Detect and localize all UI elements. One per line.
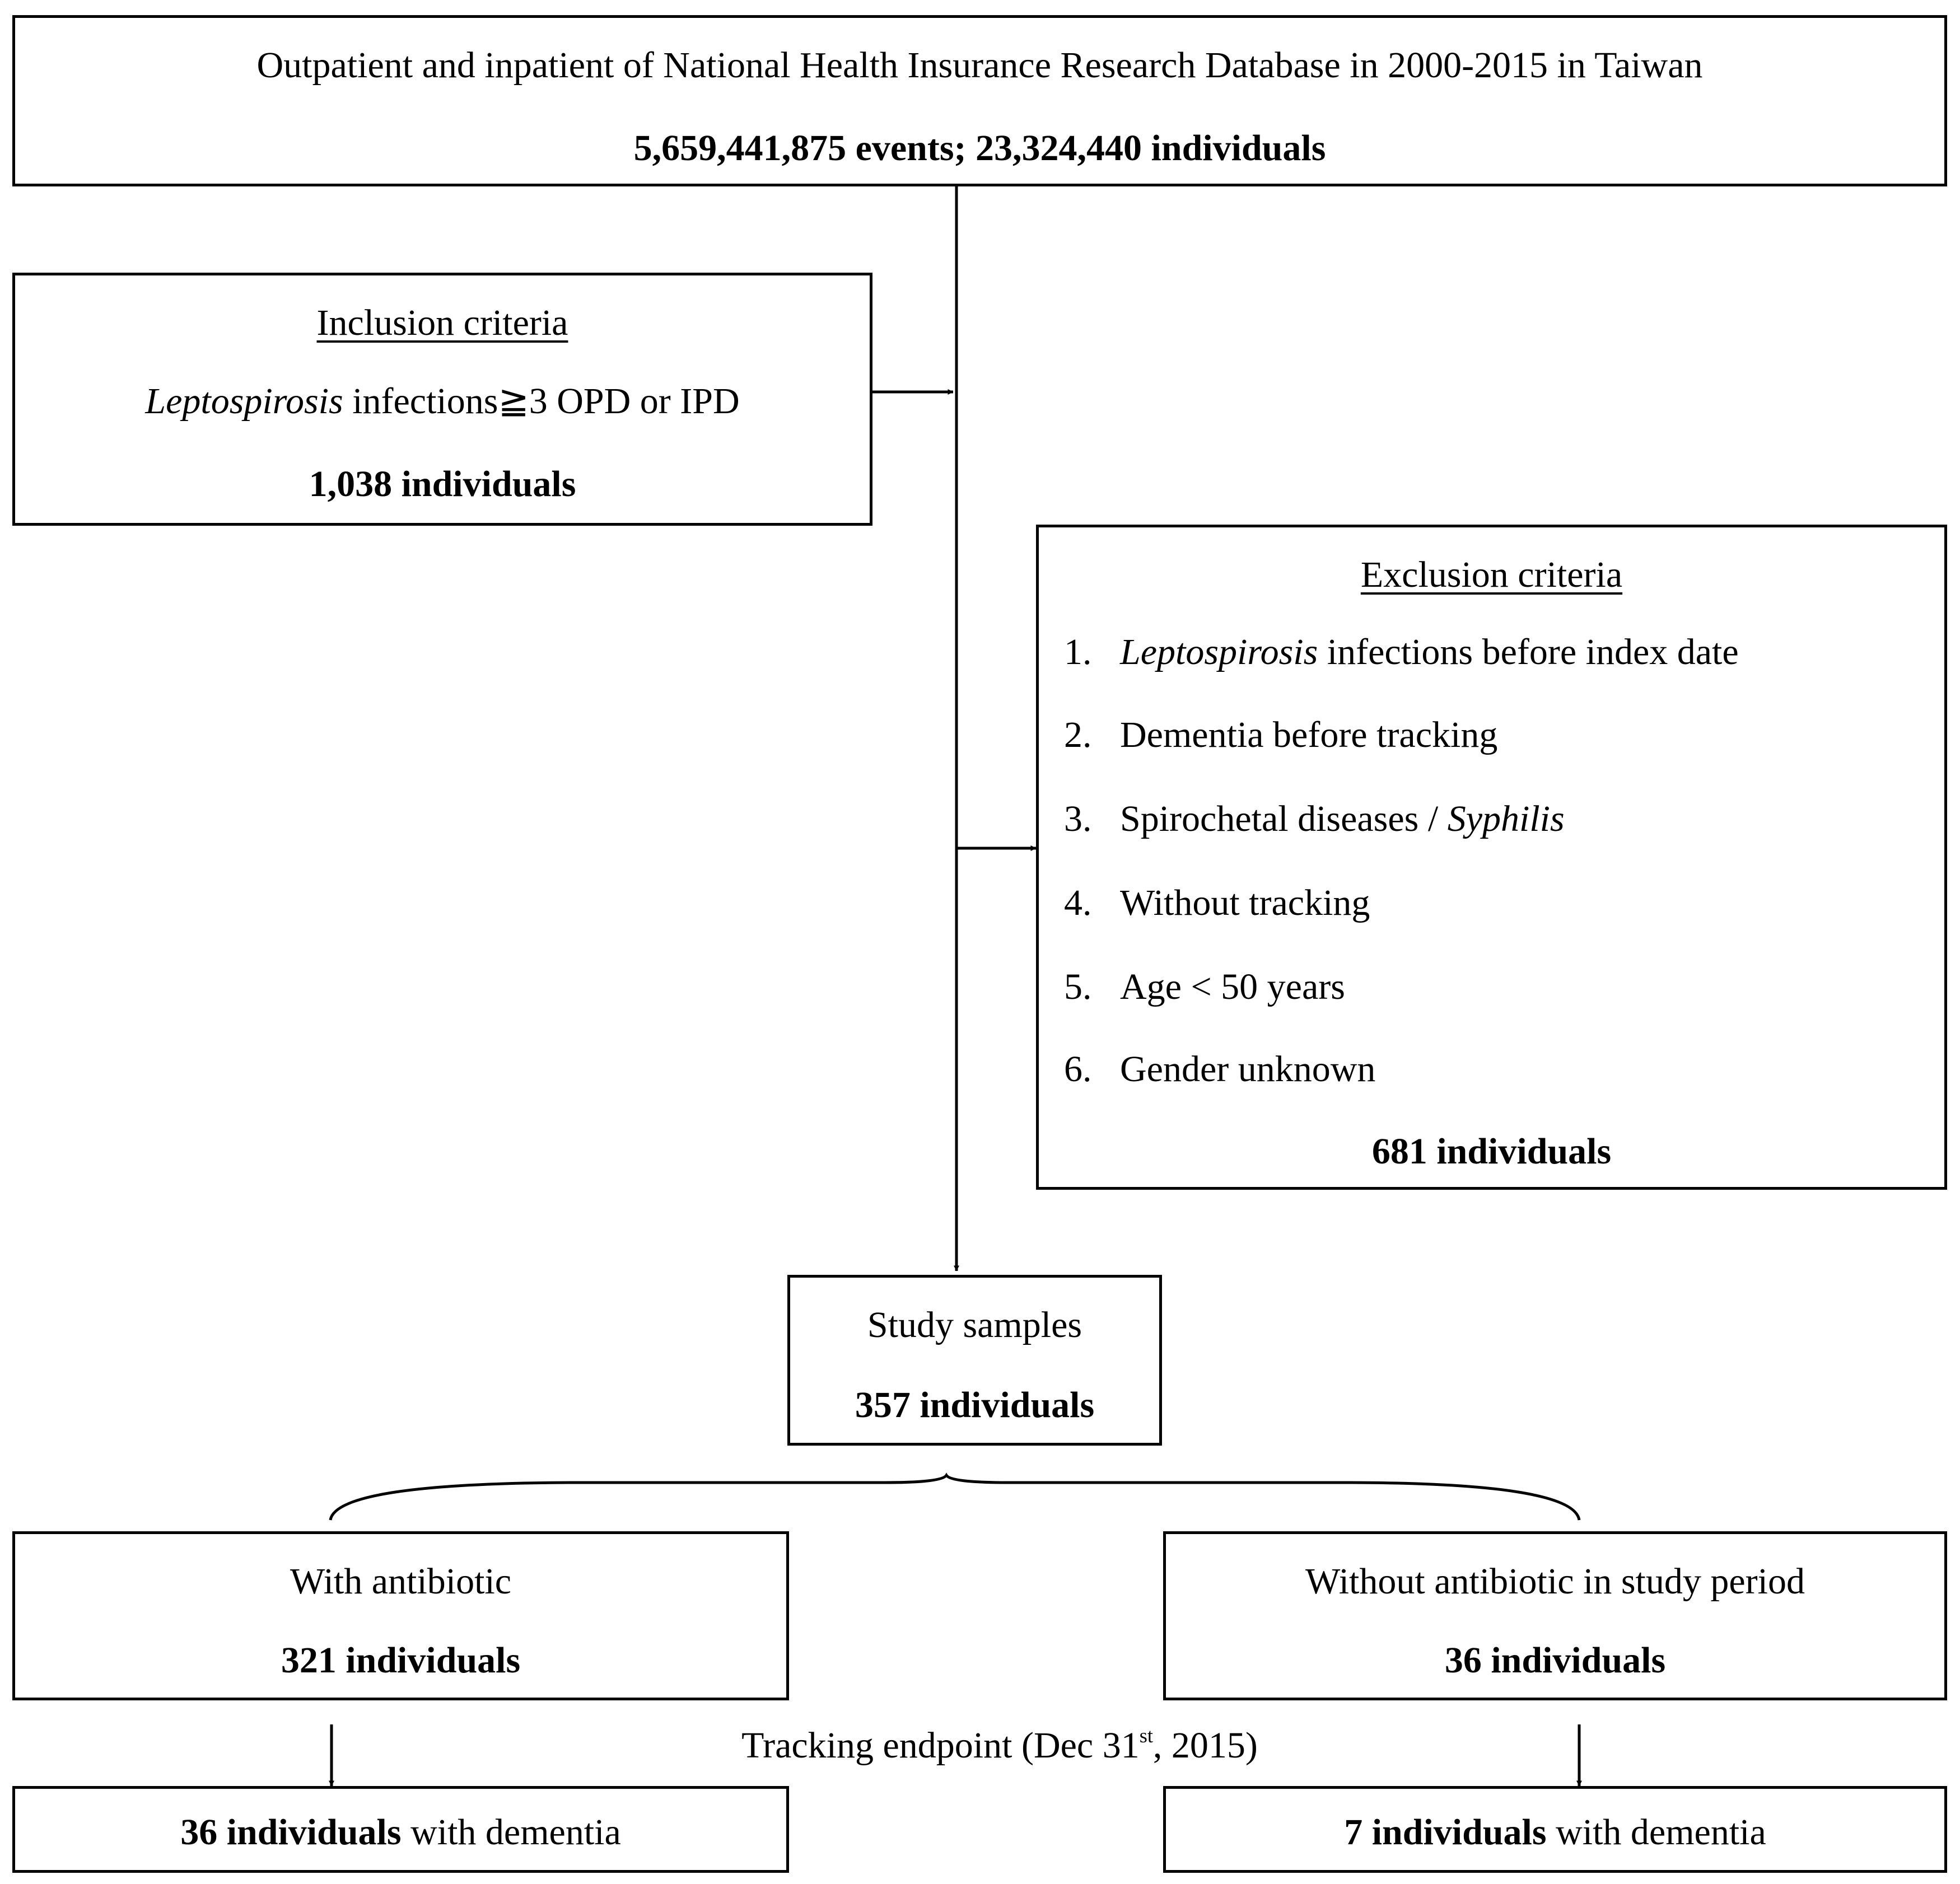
exclusion-item-number: 4. (1064, 882, 1092, 923)
exclusion-heading: Exclusion criteria (1360, 554, 1623, 595)
inclusion-criterion-italic: Leptospirosis (145, 381, 343, 422)
with-antibiotic-outcome-count: 36 individuals (180, 1812, 402, 1853)
exclusion-item-2: 2. Dementia before tracking (1064, 717, 1497, 754)
inclusion-count: 1,038 individuals (309, 464, 576, 504)
exclusion-item-text: Gender unknown (1120, 1049, 1376, 1090)
source-count: 5,659,441,875 events; 23,324,440 individ… (633, 128, 1326, 169)
exclusion-item-5: 5. Age < 50 years (1064, 969, 1345, 1006)
split-brace (329, 1472, 1581, 1521)
exclusion-item-text: Without tracking (1120, 882, 1370, 923)
exclusion-item-number: 6. (1064, 1049, 1092, 1090)
exclusion-item-text: Age < 50 years (1120, 966, 1345, 1007)
without-antibiotic-outcome-count: 7 individuals (1344, 1812, 1547, 1853)
exclusion-item-text: Dementia before tracking (1120, 714, 1498, 755)
tracking-endpoint-prefix: Tracking endpoint (Dec 31 (741, 1725, 1140, 1766)
exclusion-item-text: Spirochetal diseases / (1120, 798, 1448, 839)
inclusion-box: Inclusion criteria Leptospirosis infecti… (12, 273, 872, 526)
with-antibiotic-label: With antibiotic (290, 1561, 512, 1602)
without-antibiotic-count: 36 individuals (1444, 1640, 1666, 1681)
with-antibiotic-outcome-text: with dementia (401, 1812, 621, 1853)
study-samples-label: Study samples (867, 1305, 1082, 1345)
without-antibiotic-outcome-text: with dementia (1546, 1812, 1766, 1853)
without-antibiotic-box: Without antibiotic in study period 36 in… (1163, 1531, 1947, 1700)
tracking-endpoint-suffix: , 2015) (1152, 1725, 1258, 1766)
study-samples-count: 357 individuals (855, 1385, 1095, 1425)
exclusion-item-3: 3. Spirochetal diseases / Syphilis (1064, 801, 1565, 838)
without-antibiotic-outcome-box: 7 individuals with dementia (1163, 1786, 1947, 1873)
without-antibiotic-outcome: 7 individuals with dementia (1166, 1814, 1944, 1851)
tracking-endpoint: Tracking endpoint (Dec 31st, 2015) (560, 1724, 1439, 1766)
exclusion-item-number: 3. (1064, 798, 1092, 839)
with-antibiotic-box: With antibiotic 321 individuals (12, 1531, 789, 1700)
exclusion-item-italic: Syphilis (1447, 798, 1565, 839)
without-antibiotic-label: Without antibiotic in study period (1305, 1561, 1805, 1602)
exclusion-count: 681 individuals (1371, 1131, 1612, 1172)
exclusion-item-number: 5. (1064, 966, 1092, 1007)
tracking-endpoint-sup: st (1139, 1724, 1153, 1747)
exclusion-item-6: 6. Gender unknown (1064, 1051, 1375, 1088)
exclusion-item-italic: Leptospirosis (1120, 632, 1318, 672)
exclusion-item-number: 2. (1064, 714, 1092, 755)
inclusion-criterion-text: infections≧3 OPD or IPD (343, 381, 740, 422)
exclusion-item-1: 1. Leptospirosis infections before index … (1064, 634, 1739, 671)
with-antibiotic-count: 321 individuals (281, 1640, 521, 1681)
exclusion-box: Exclusion criteria 1. Leptospirosis infec… (1036, 525, 1947, 1190)
inclusion-heading: Inclusion criteria (316, 302, 568, 343)
inclusion-criterion: Leptospirosis infections≧3 OPD or IPD (15, 383, 870, 420)
exclusion-item-4: 4. Without tracking (1064, 885, 1370, 922)
with-antibiotic-outcome-box: 36 individuals with dementia (12, 1786, 789, 1873)
with-antibiotic-outcome: 36 individuals with dementia (15, 1814, 786, 1851)
source-box: Outpatient and inpatient of National Hea… (12, 15, 1947, 186)
source-title: Outpatient and inpatient of National Hea… (256, 45, 1703, 86)
exclusion-item-text: infections before index date (1318, 632, 1739, 672)
exclusion-item-number: 1. (1064, 632, 1092, 672)
study-samples-box: Study samples 357 individuals (787, 1275, 1162, 1446)
